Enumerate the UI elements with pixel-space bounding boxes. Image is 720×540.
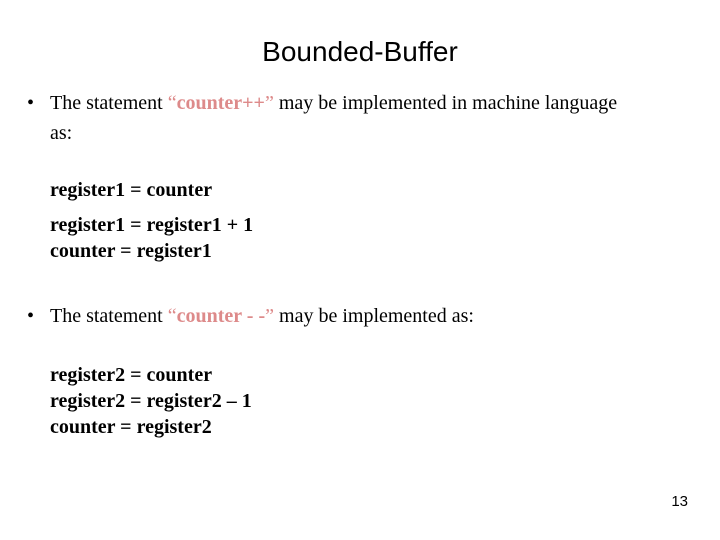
bullet-item-1: • The statement “counter++” may be imple… — [0, 88, 640, 148]
code-line: register2 = register2 – 1 — [50, 390, 252, 412]
bullet-marker-icon: • — [27, 92, 35, 114]
bullet-marker-icon: • — [27, 305, 35, 327]
code-block-increment: register1 = counter register1 = register… — [50, 177, 253, 264]
bullet-item-2: • The statement “counter - -” may be imp… — [0, 301, 640, 331]
code-line: register1 = register1 + 1 — [50, 214, 254, 236]
code-line: counter = register2 — [50, 416, 212, 438]
bullet-1-open-quote: “ — [167, 92, 177, 114]
bullet-2-open-quote: “ — [167, 305, 177, 327]
bullet-2-text-after: may be implemented as: — [274, 305, 474, 327]
page-title: Bounded-Buffer — [262, 36, 458, 67]
bullet-1-close-quote: ” — [264, 92, 274, 114]
bullet-1-text-before: The statement — [50, 92, 168, 114]
bullet-text-2: The statement “counter - -” may be imple… — [50, 301, 640, 331]
code-block-decrement: register2 = counter register2 = register… — [50, 362, 252, 440]
bullet-2-close-quote: ” — [265, 305, 275, 327]
code-line: counter = register1 — [50, 240, 212, 262]
code-line: register2 = counter — [50, 364, 213, 386]
bullet-2-highlight-counter-decrement: counter - - — [176, 305, 266, 327]
bullet-text-1: The statement “counter++” may be impleme… — [50, 88, 640, 148]
page-number: 13 — [671, 493, 688, 510]
bullet-2-text-before: The statement — [50, 305, 168, 327]
bullet-1-highlight-counter-increment: counter++ — [176, 92, 265, 114]
code-line: register1 = counter — [50, 179, 213, 201]
bullet-1-text-after: may be implemented in machine language a… — [50, 92, 618, 144]
